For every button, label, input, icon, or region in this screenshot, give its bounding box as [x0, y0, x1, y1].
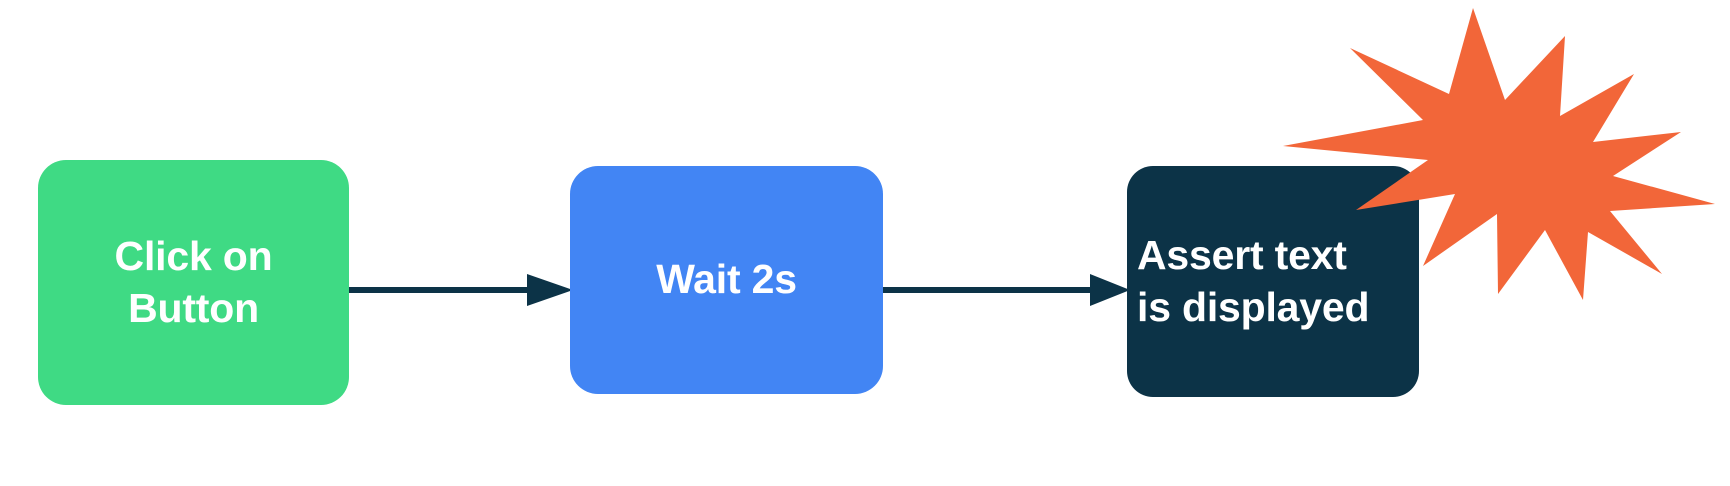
connector-arrow-wait-to-assert — [883, 274, 1130, 306]
connector-arrow-click-to-wait — [349, 274, 573, 306]
flow-node-assert-text-is-displayed[interactable]: Assert text is displayed — [1127, 166, 1419, 397]
arrowhead-icon — [527, 274, 573, 306]
arrowhead-icon — [1090, 274, 1130, 306]
flow-node-wait-2s[interactable]: Wait 2s — [570, 166, 883, 394]
flow-node-label: Click on Button — [114, 232, 273, 331]
flow-node-label: Wait 2s — [656, 256, 797, 303]
flow-node-label: Assert text is displayed — [1137, 231, 1370, 330]
flow-node-click-on-button[interactable]: Click on Button — [38, 160, 349, 405]
